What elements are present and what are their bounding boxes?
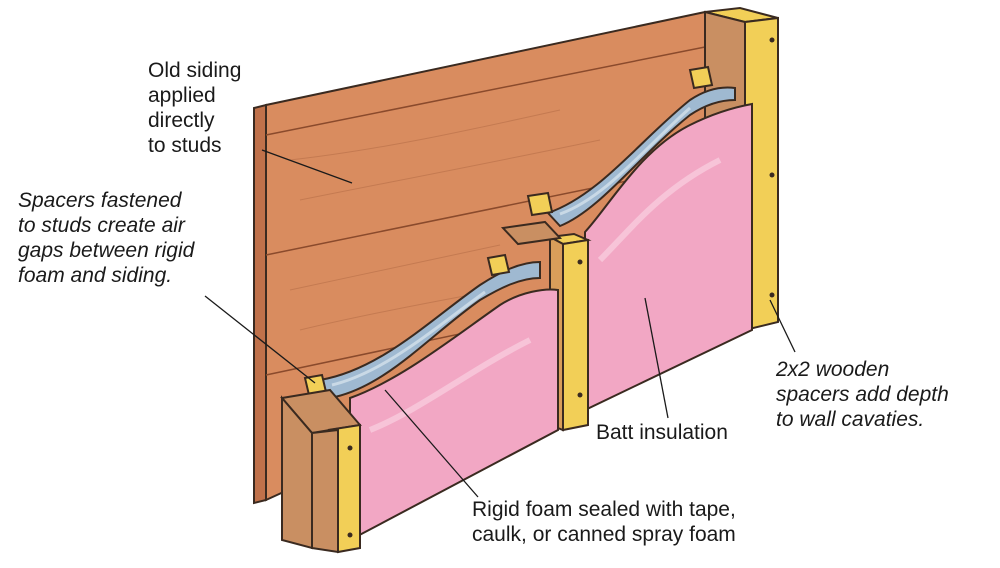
right-foam-sheen [559, 106, 691, 216]
middle-block [500, 220, 563, 246]
left-foam-sheen [331, 290, 486, 387]
left-stud-face [311, 428, 339, 554]
siding-edge [253, 103, 267, 505]
middle-stud-face [562, 238, 589, 432]
label-spacers: Spacers fastened to studs create air gap… [18, 189, 195, 287]
label-rigid-foam: Rigid foam sealed with tape, caulk, or c… [472, 498, 736, 546]
left-stud [280, 388, 362, 554]
right-batt-highlight [597, 157, 722, 263]
siding-grain [299, 294, 471, 331]
siding-board-line [265, 46, 706, 136]
leader-rigid [384, 389, 479, 498]
upper-right-spacer [688, 65, 714, 90]
leader-spacers [204, 295, 316, 384]
nail-icon [769, 37, 775, 43]
label-old-siding: Old siding applied directly to studs [148, 59, 242, 157]
siding-grain [289, 109, 561, 161]
nail-icon [577, 392, 583, 398]
left-stud-yellow [327, 423, 361, 554]
right-rigid-foam [546, 86, 736, 228]
left-batt-highlight [368, 337, 532, 433]
nail-icon [769, 292, 775, 298]
left-rigid-foam [318, 260, 541, 400]
nail-icon [347, 532, 353, 538]
nail-icon [577, 259, 583, 265]
leader-batt [644, 297, 669, 419]
left-batt [349, 288, 559, 542]
nail-icon [769, 172, 775, 178]
left-spacer-high [486, 253, 511, 277]
right-batt-body [584, 102, 753, 412]
siding-grain [289, 244, 501, 291]
siding-grain [299, 139, 601, 201]
leader-wooden [769, 299, 796, 353]
leader-lines [204, 149, 796, 498]
leader-old-siding [261, 149, 353, 184]
middle-spacer [526, 191, 554, 217]
label-batt-insulation: Batt insulation [596, 421, 728, 444]
label-wooden-spacers: 2x2 wooden spacers add depth to wall cav… [776, 358, 949, 431]
right-batt [584, 102, 753, 412]
nail-icon [347, 445, 353, 451]
